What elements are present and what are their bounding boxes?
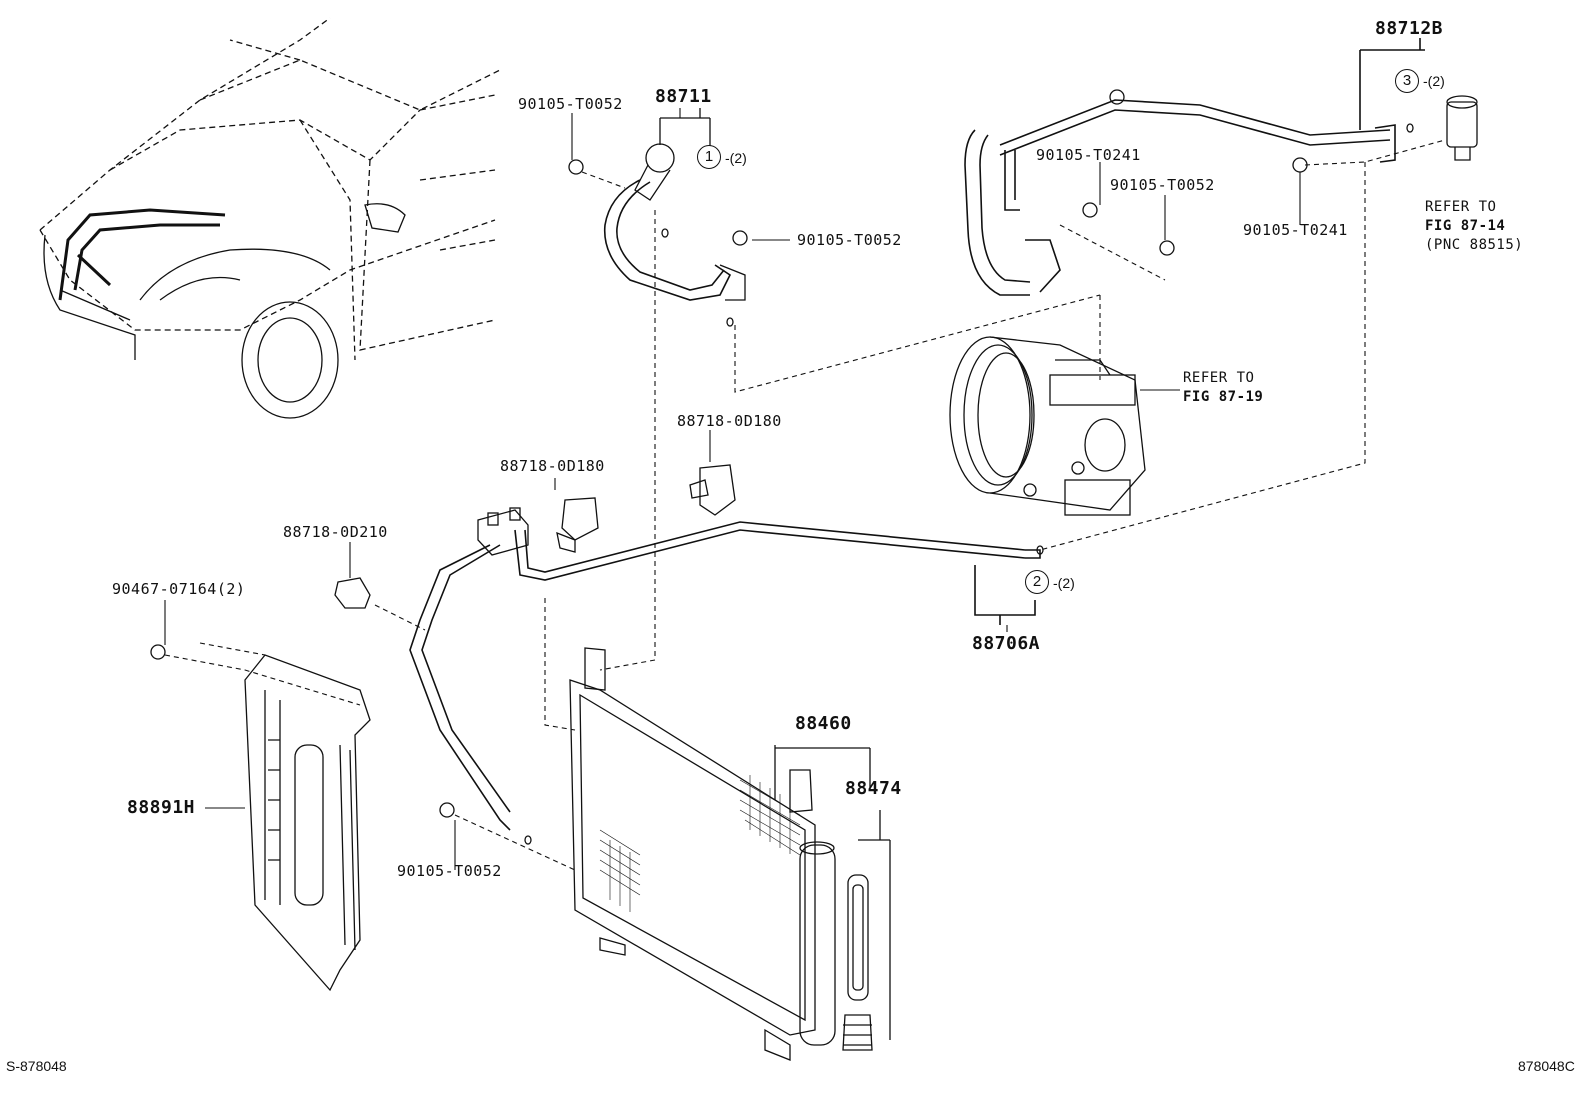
- reference-fig-87-19-line1: REFER TO: [1183, 370, 1255, 386]
- reference-fig-87-14: REFER TO FIG 87-14 (PNC 88515): [1425, 198, 1523, 255]
- callout-qty-3: -(2): [1423, 73, 1445, 89]
- label-88474: 88474: [845, 778, 902, 799]
- condenser-fins: [599, 775, 801, 912]
- condenser-88460: [569, 647, 871, 1061]
- compressor: [949, 336, 1146, 516]
- suction-hose-88712B: [964, 38, 1425, 296]
- label-90105-T0241-right: 90105-T0241: [1243, 221, 1348, 239]
- label-90105-T0052-top-left: 90105-T0052: [518, 95, 623, 113]
- label-90105-T0052-right: 90105-T0052: [1110, 176, 1215, 194]
- vehicle-ac-lines: [58, 208, 226, 301]
- callout-qty-2: -(2): [1053, 575, 1075, 591]
- label-leaders: [164, 108, 1301, 870]
- pipe-block-fitting: [477, 507, 529, 556]
- label-88718-0D180-right: 88718-0D180: [677, 412, 782, 430]
- vehicle-illustration: [39, 17, 501, 361]
- label-88711: 88711: [655, 86, 712, 107]
- reference-fig-87-19-line2: FIG 87-19: [1183, 389, 1264, 405]
- footer-left-code: S-878048: [6, 1058, 67, 1074]
- seal-88891H: [244, 654, 371, 992]
- reference-fig-87-14-line2: FIG 87-14: [1425, 218, 1506, 234]
- label-88718-0D180-left: 88718-0D180: [500, 457, 605, 475]
- callout-circle-1: 1: [697, 145, 721, 169]
- label-88718-0D210: 88718-0D210: [283, 523, 388, 541]
- label-90105-T0241-left: 90105-T0241: [1036, 146, 1141, 164]
- footer-right-code: 878048C: [1518, 1058, 1575, 1074]
- callout-circle-2: 2: [1025, 570, 1049, 594]
- label-88706A: 88706A: [972, 633, 1041, 654]
- dashed-leaders: [164, 139, 1446, 871]
- label-88712B: 88712B: [1375, 18, 1444, 39]
- discharge-hose-88711: [603, 108, 746, 301]
- liquid-pipe-88706A: [409, 521, 1041, 831]
- o-rings: [524, 123, 1414, 845]
- fasteners: [150, 89, 1308, 818]
- reference-fig-87-14-line1: REFER TO: [1425, 199, 1497, 215]
- clamp-parts: [334, 464, 736, 609]
- vehicle-solid-outline: [43, 203, 406, 419]
- desiccant-88474: [842, 810, 891, 1051]
- label-90467-07164: 90467-07164(2): [112, 580, 246, 598]
- callout-circle-3: 3: [1395, 69, 1419, 93]
- label-88891H: 88891H: [127, 797, 196, 818]
- reference-fig-87-19: REFER TO FIG 87-19: [1183, 369, 1263, 407]
- label-90105-T0052-bottom: 90105-T0052: [397, 862, 502, 880]
- reference-fig-87-14-line3: (PNC 88515): [1425, 237, 1524, 253]
- expansion-valve: [1446, 95, 1478, 161]
- callout-qty-1: -(2): [725, 150, 747, 166]
- label-88460: 88460: [795, 713, 852, 734]
- label-90105-T0052-mid: 90105-T0052: [797, 231, 902, 249]
